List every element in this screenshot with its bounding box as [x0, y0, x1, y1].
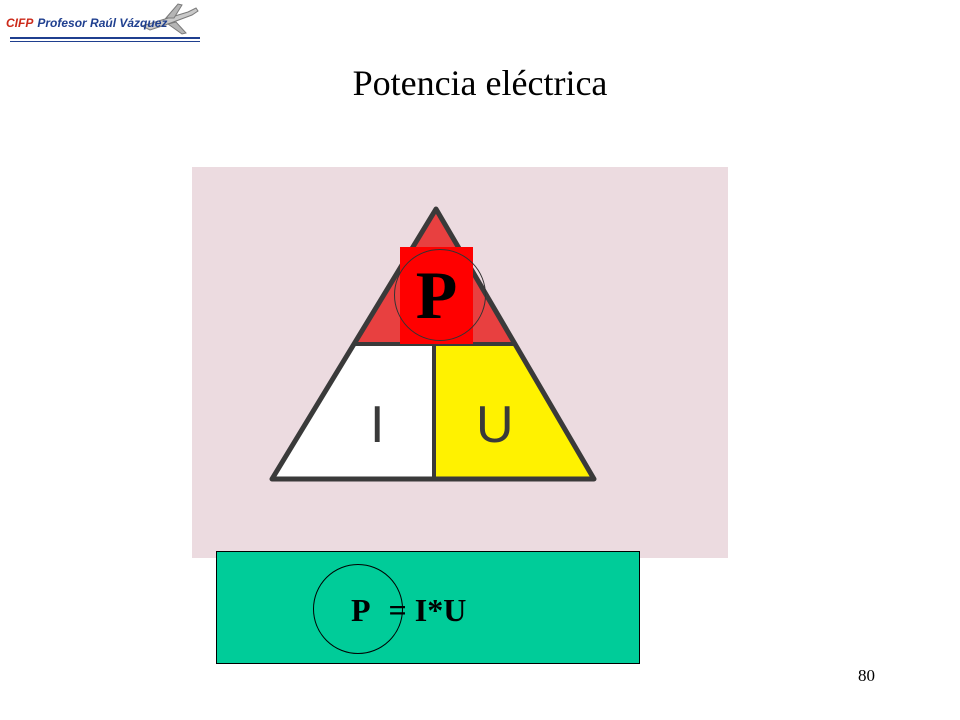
slide-title: Potencia eléctrica: [352, 63, 608, 103]
label-voltage-u: U: [476, 396, 514, 454]
power-p-circle: [394, 249, 486, 341]
triangle-right-section: [434, 344, 594, 479]
logo-underline-thin: [10, 41, 200, 42]
page-number: 80: [858, 666, 875, 685]
power-triangle-panel: I U P: [192, 167, 728, 558]
airplane-icon: [140, 3, 199, 35]
label-current-i: I: [370, 396, 384, 454]
logo-name: Profesor Raúl Vázquez: [37, 16, 168, 30]
formula-box: P= I*U: [216, 551, 640, 664]
power-triangle-diagram: I U: [269, 206, 597, 482]
logo-underline: [10, 37, 200, 39]
logo-brand: CIFP: [6, 16, 34, 30]
triangle-left-section: [272, 344, 434, 479]
formula-p-circle: [313, 564, 403, 654]
